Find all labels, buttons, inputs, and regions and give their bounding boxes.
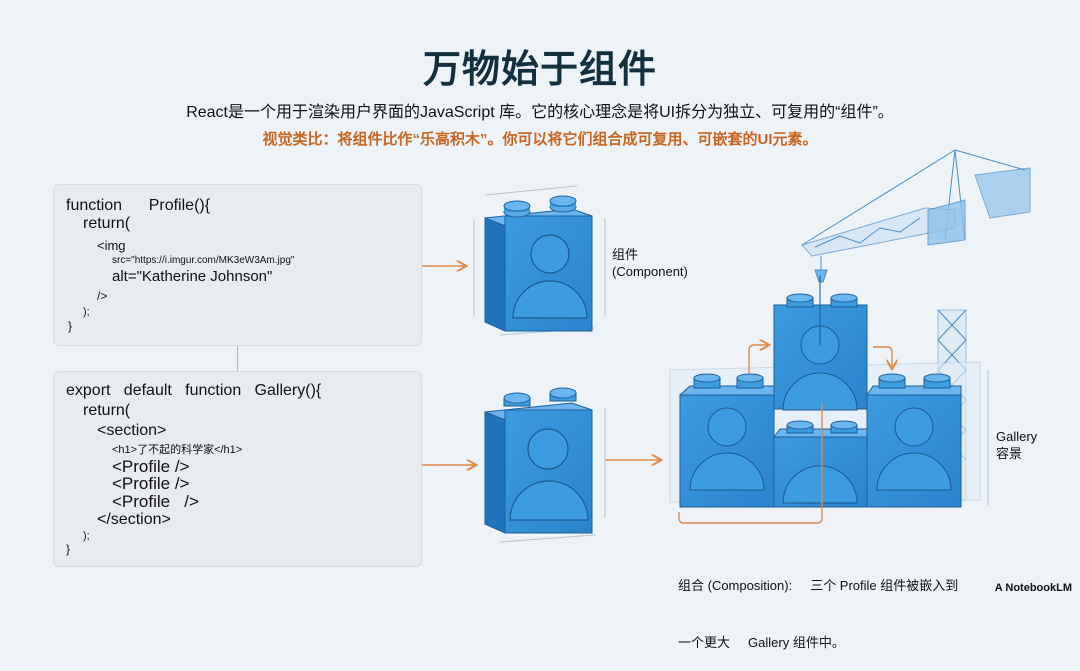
diagram-illustration — [422, 149, 1031, 543]
gallery-label-en: Gallery — [996, 429, 1038, 444]
code-connector-line — [237, 346, 238, 371]
gallery-code-box: export default function Gallery(){ retur… — [53, 371, 422, 567]
code-line: <Profile /> — [112, 474, 190, 493]
lego-brick-composed-right — [866, 373, 962, 508]
component-label: 组件 (Component) — [612, 246, 688, 280]
composition-bracket — [678, 404, 823, 524]
code-line: <Profile /> — [112, 457, 190, 476]
component-label-en: (Component) — [612, 264, 688, 279]
composition-arrow-down — [873, 346, 892, 368]
composition-caption: 组合 (Composition): 三个 Profile 组件被嵌入到 一个更大… — [678, 538, 958, 671]
subtitle: React是一个用于渲染用户界面的JavaScript 库。它的核心理念是将UI… — [186, 104, 894, 121]
analogy-text: 视觉类比：将组件比作“乐高积木”。你可以将它们组合成可复用、可嵌套的UI元素。 — [262, 131, 818, 148]
component-label-cn: 组件 — [612, 247, 639, 262]
composition-caption-line2: 一个更大 Gallery 组件中。 — [678, 635, 845, 650]
profile-code-box: function Profile(){ return( <img src="ht… — [53, 184, 422, 346]
code-line: <img — [97, 238, 126, 253]
code-line: export default function Gallery(){ — [66, 382, 322, 399]
lego-brick-composed-top — [773, 275, 868, 411]
lego-brick-gallery-source — [484, 387, 606, 543]
code-line: <h1>了不起的科学家</h1> — [112, 444, 243, 456]
notebooklm-credit: A NotebookLM — [994, 582, 1072, 594]
code-line: <Profile /> — [112, 492, 199, 511]
code-line: ); — [83, 306, 90, 318]
lego-brick-component — [473, 185, 606, 336]
gallery-label-cn: 容景 — [996, 446, 1023, 461]
code-line: } — [68, 319, 73, 333]
composition-caption-line1: 组合 (Composition): 三个 Profile 组件被嵌入到 — [678, 578, 959, 593]
code-line: </section> — [97, 511, 171, 528]
code-line: ); — [83, 530, 90, 542]
code-line: function Profile(){ — [66, 197, 211, 214]
lego-brick-composed-bottom — [773, 420, 868, 508]
code-line: return( — [83, 402, 131, 419]
lego-brick-composed-left — [678, 373, 775, 508]
gallery-label: Gallery 容景 — [996, 428, 1037, 462]
code-line: return( — [83, 215, 131, 232]
code-line: } — [66, 542, 71, 556]
composition-arrow-up — [748, 345, 768, 373]
page-title: 万物始于组件 — [422, 49, 657, 91]
code-line: /> — [97, 289, 108, 303]
code-line: <section> — [97, 422, 167, 439]
code-line: src="https://i.imgur.com/MK3eW3Am.jpg" — [112, 255, 295, 266]
code-line: alt="Katherine Johnson" — [112, 268, 273, 285]
